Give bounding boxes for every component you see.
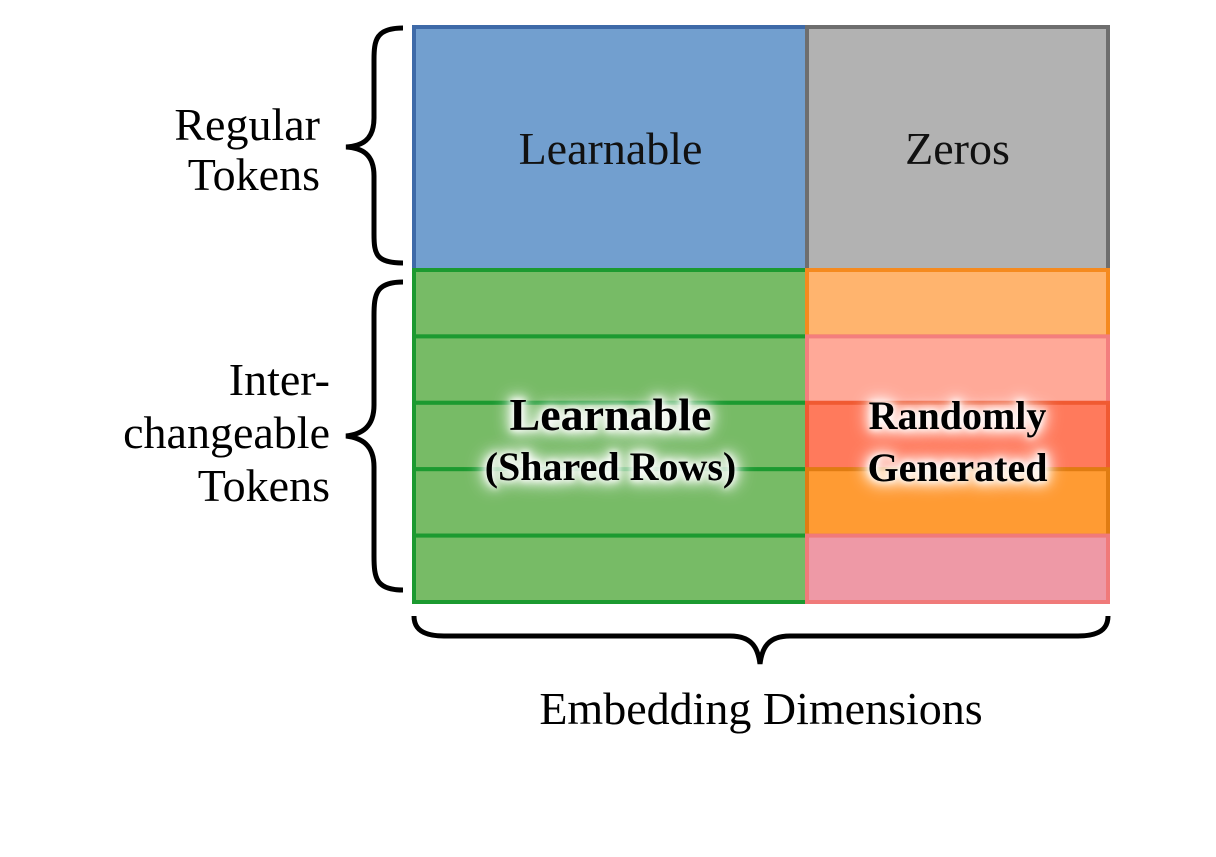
generated-label: Generated [867,445,1048,490]
regular-tokens-brace [345,25,404,266]
randomly-label: Randomly [868,393,1047,438]
shared-row [412,533,809,604]
shared-rows-subtitle: (Shared Rows) [484,444,737,489]
random-row [805,400,1110,472]
shared-learnable-title: Learnable [509,389,712,440]
shared-row [412,268,809,339]
regular-tokens-label: Regular Tokens [174,99,320,200]
regular-learnable-block [412,25,809,272]
zeros-label: Zeros [905,123,1010,174]
shared-learnable-rows [412,268,809,604]
interchangeable-tokens-label: Inter- changeable Tokens [123,354,330,511]
regular-zeros-block [805,25,1110,272]
learnable-label: Learnable [518,123,703,174]
interchangeable-tokens-brace [345,279,404,593]
random-generated-rows [805,268,1110,604]
embedding-dimensions-brace [411,615,1111,665]
random-row [805,533,1110,604]
random-row [805,467,1110,538]
embedding-dimensions-label: Embedding Dimensions [539,683,983,734]
shared-row [412,467,809,538]
random-row [805,268,1110,339]
